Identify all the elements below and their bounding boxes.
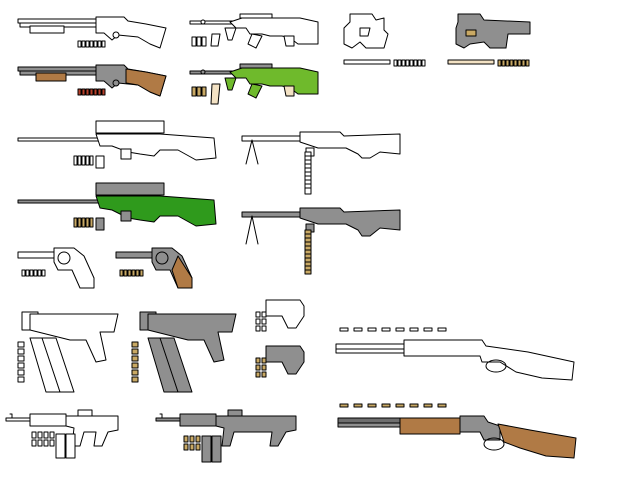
machine-pistol-outline-sprite [21,311,119,393]
machine-gun-ammo-belt-colored [304,229,312,275]
sniper-rifle-colored-sprite [17,182,217,227]
sniper-rifle-outline-sprite [17,120,217,161]
shotgun-ammo-strip-colored [77,88,106,96]
machine-pistol-ammo-colored [131,341,139,383]
revolver-ammo-outline [21,269,46,277]
lever-rifle-ammo-strip-colored [339,403,447,408]
pump-shotgun-outline-sprite [17,16,167,49]
machine-gun-outline-sprite [241,131,401,165]
shotgun-ammo-strip-outline [77,40,106,48]
bullpup-rifle-outline-sprite [189,13,319,49]
pdw-outline-sprite [343,13,391,65]
bullpup-magazines-outline [191,33,221,47]
pistol-outline-sprite [265,299,305,329]
lever-rifle-outline-sprite [335,339,575,381]
machine-gun-ammo-belt-outline [304,151,312,195]
pdw-colored-sprite [447,13,531,65]
bullpup-magazines-colored [191,83,221,105]
pdw-ammo-strip-colored [497,59,530,67]
machine-gun-colored-sprite [241,207,401,245]
lever-rifle-colored-sprite [337,415,577,459]
revolver-colored-sprite [115,247,193,289]
sniper-magazines-colored [73,217,105,231]
pistol-ammo-outline [255,311,267,332]
revolver-ammo-colored [119,269,144,277]
sniper-magazines-outline [73,155,105,169]
bullpup-rifle-colored-sprite [189,63,319,99]
assault-rifle-magazines-outline [31,431,76,459]
pistol-ammo-colored [255,357,267,378]
pdw-ammo-strip-outline [393,59,426,67]
assault-rifle-colored-sprite [155,409,297,447]
machine-pistol-ammo-outline [17,341,25,383]
lever-rifle-ammo-strip-outline [339,327,447,332]
machine-pistol-colored-sprite [139,311,237,393]
assault-rifle-magazines-colored [183,435,222,463]
revolver-outline-sprite [17,247,95,289]
pump-shotgun-colored-sprite [17,64,167,97]
pistol-colored-sprite [265,345,305,375]
assault-rifle-outline-sprite [5,409,119,447]
